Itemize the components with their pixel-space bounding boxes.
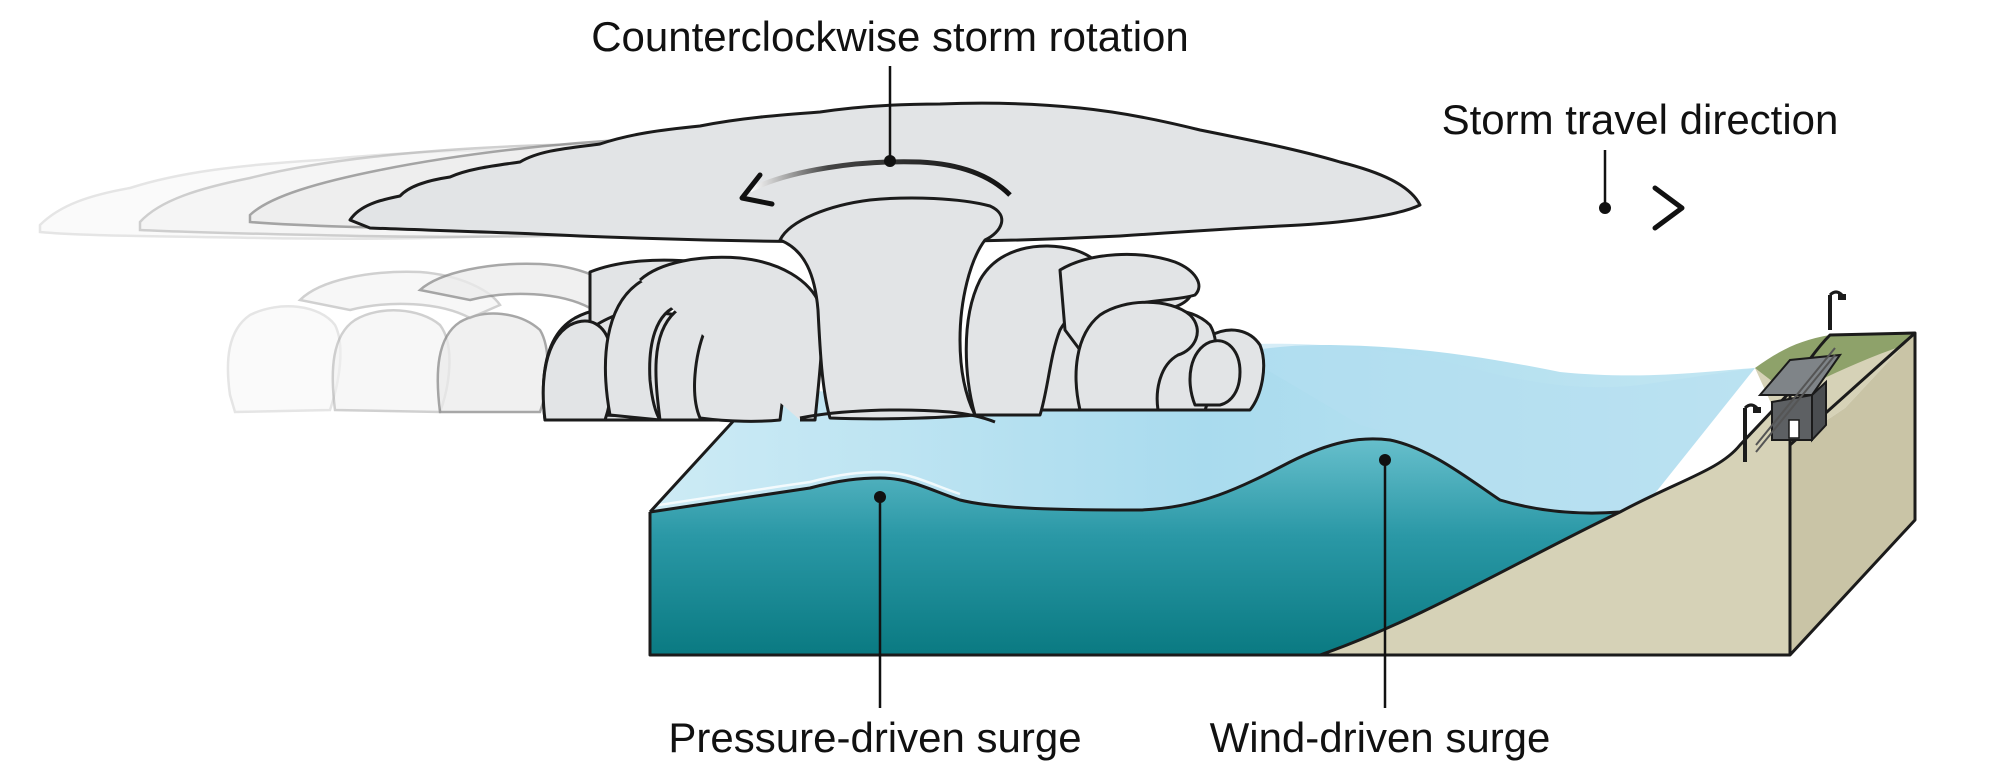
- rotation-label: Counterclockwise storm rotation: [591, 13, 1189, 60]
- travel-callout: Storm travel direction: [1442, 96, 1839, 214]
- rotation-callout: Counterclockwise storm rotation: [591, 13, 1189, 167]
- streetlamp-icon: [1743, 290, 1846, 462]
- ocean-basin: [648, 343, 1755, 657]
- rotation-arrow-icon: [739, 159, 1012, 207]
- travel-arrow-icon: [1430, 185, 1685, 231]
- wind-surge-label: Wind-driven surge: [1210, 714, 1551, 761]
- pressure-surge-callout: Pressure-driven surge: [668, 491, 1082, 761]
- travel-label: Storm travel direction: [1442, 96, 1839, 143]
- storm-cloud: [348, 101, 1422, 424]
- pressure-surge-label: Pressure-driven surge: [668, 714, 1081, 761]
- wind-surge-callout: Wind-driven surge: [1210, 454, 1551, 761]
